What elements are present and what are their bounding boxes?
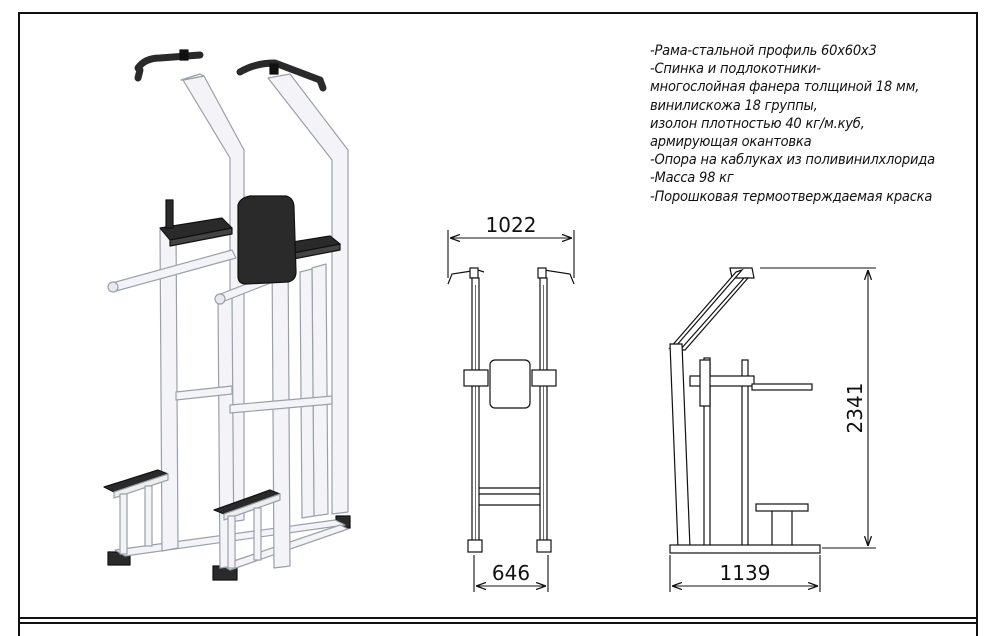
spec-line: многослойная фанера толщиной 18 мм, (650, 79, 920, 96)
spec-line: изолон плотностью 40 кг/м.куб, (650, 115, 865, 132)
dimension-lines (447, 230, 876, 592)
dim-base-width: 646 (492, 561, 530, 585)
spec-line: -Масса 98 кг (650, 170, 734, 187)
front-view-drawing (447, 267, 575, 553)
dim-depth: 1139 (720, 561, 771, 585)
spec-line: -Спинка и подлокотники- (650, 61, 821, 78)
dim-height: 2341 (843, 383, 867, 434)
spec-line: армирующая окантовка (650, 134, 812, 151)
spec-line: -Рама-стальной профиль 60х60х3 (650, 43, 877, 59)
title-block-strip (18, 617, 978, 636)
dim-top-width: 1022 (486, 213, 537, 237)
side-view-drawing (668, 267, 821, 554)
station-3d-render (103, 49, 351, 581)
spec-list: -Рама-стальной профиль 60х60х3 -Спинка и… (650, 42, 935, 206)
spec-line: -Опора на каблуках из поливинилхлорида (650, 152, 935, 169)
spec-line: -Порошковая термоотверждаемая краска (650, 188, 933, 205)
spec-line: винилискожа 18 группы, (650, 97, 818, 114)
